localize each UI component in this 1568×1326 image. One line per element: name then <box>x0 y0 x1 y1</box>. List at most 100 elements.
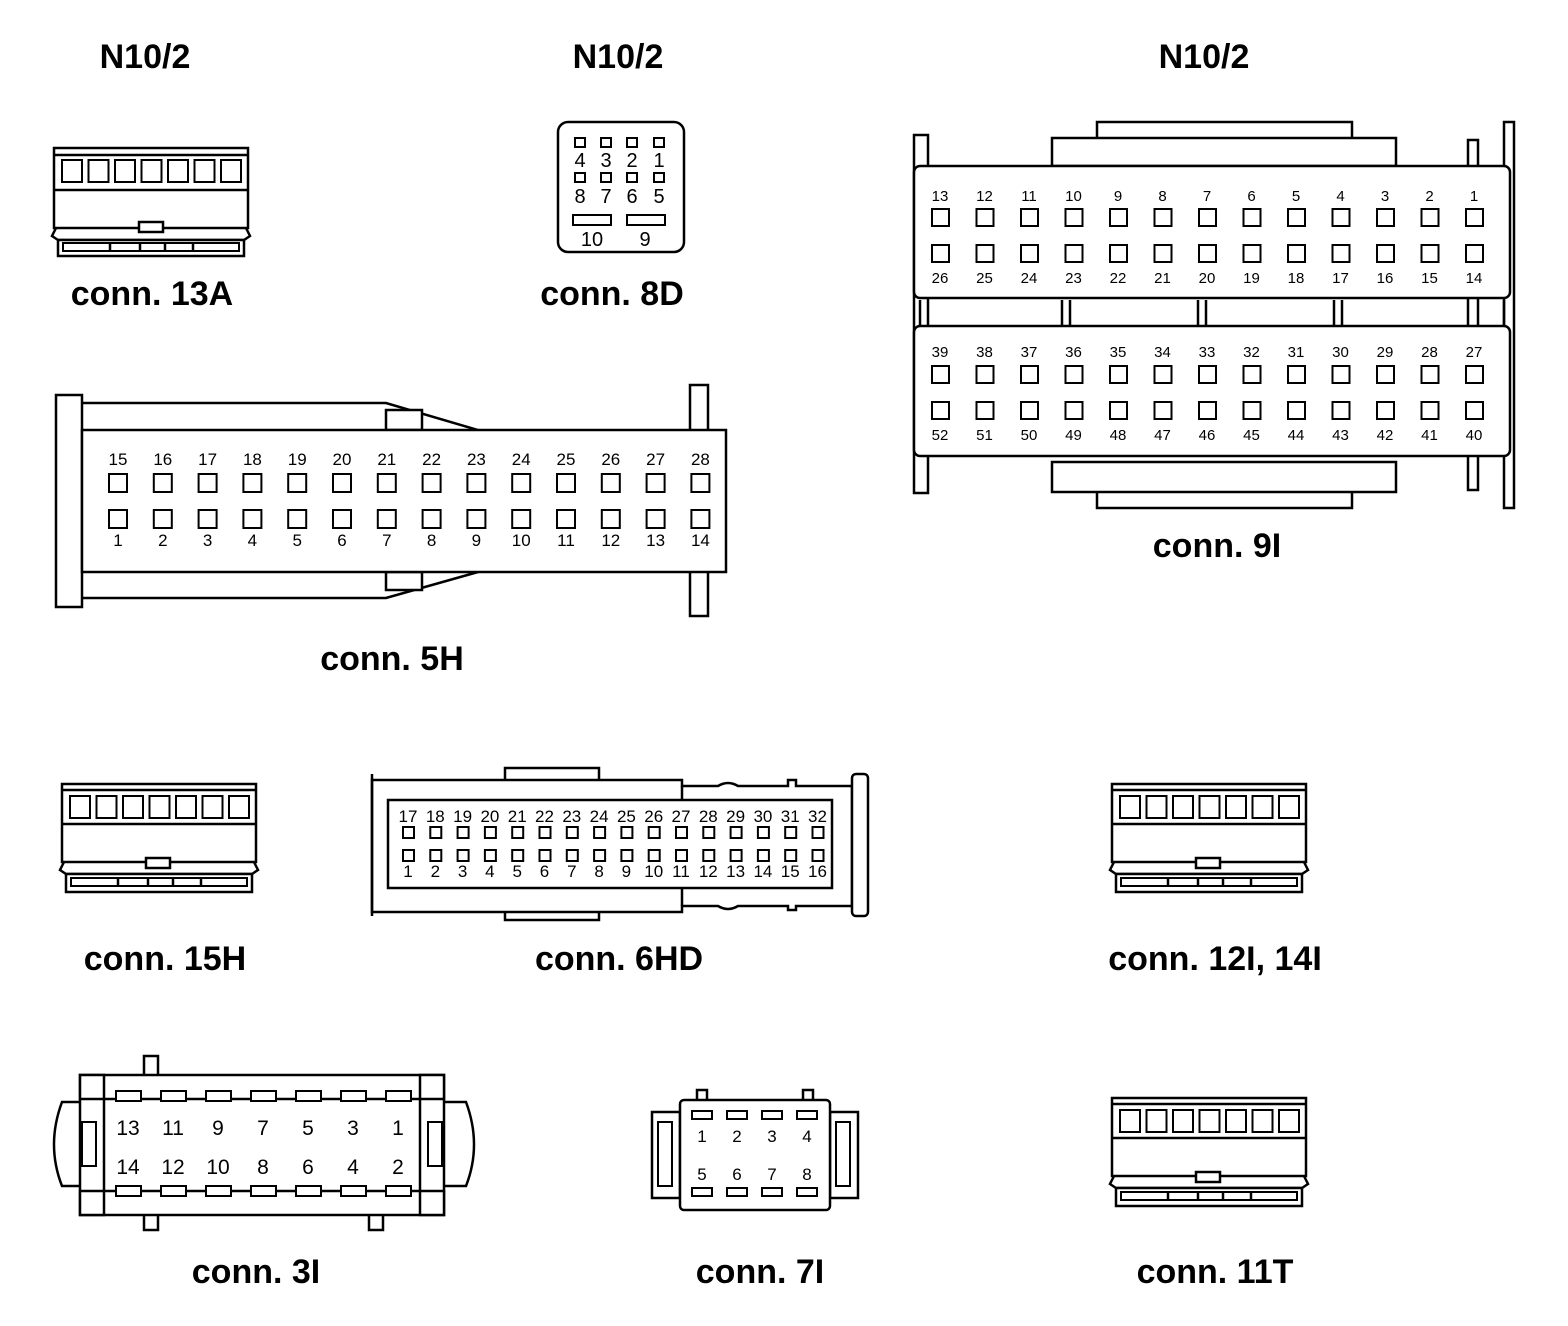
pin-label: 3 <box>767 1127 776 1146</box>
pin-label: 26 <box>932 270 949 287</box>
pin-label: 48 <box>1110 427 1127 444</box>
pin-label: 40 <box>1466 427 1483 444</box>
pin-label: 7 <box>567 862 576 881</box>
pin-cavity <box>193 159 216 183</box>
pin-cavity <box>1198 244 1217 263</box>
pin-cavity <box>729 849 743 862</box>
connector-11t <box>1108 1096 1310 1208</box>
pin-cavity <box>483 849 497 862</box>
pin-label: 10 <box>512 531 531 550</box>
pin-label: 19 <box>453 807 472 826</box>
header-left: N10/2 <box>100 38 191 76</box>
pin-label: 10 <box>206 1156 229 1179</box>
pin-cavity <box>295 1185 322 1197</box>
pin-cavity <box>197 509 218 529</box>
pin-cavity <box>1420 244 1440 263</box>
pin-cavity <box>756 849 770 862</box>
pin-label: 47 <box>1154 427 1171 444</box>
pin-label: 13 <box>932 188 949 205</box>
pin-cavity <box>593 849 607 862</box>
pin-label: 10 <box>644 862 663 881</box>
pin-cavity <box>160 1090 187 1102</box>
pin-cavity <box>1251 795 1274 819</box>
pin-cavity <box>1172 795 1194 819</box>
pin-cavity <box>729 826 743 839</box>
pin-label: 36 <box>1065 344 1082 361</box>
pin-cavity <box>175 795 197 819</box>
pin-label: 15 <box>781 862 800 881</box>
pin-cavity <box>69 795 91 819</box>
pin-label: 4 <box>574 150 585 172</box>
pin-label: 21 <box>377 450 396 469</box>
pin-cavity <box>565 849 579 862</box>
pin-cavity <box>1242 244 1262 263</box>
pin-cavity <box>690 473 711 493</box>
pin-cavity <box>1119 1109 1141 1133</box>
pin-label: 15 <box>109 450 128 469</box>
pin-cavity <box>975 401 995 420</box>
pin-cavity <box>148 795 171 819</box>
pin-label: 6 <box>732 1165 741 1184</box>
pin-cavity <box>466 473 487 493</box>
pin-cavity <box>242 509 263 529</box>
pin-cavity <box>784 826 798 839</box>
pin-cavity <box>647 849 661 862</box>
caption-13a: conn. 13A <box>71 275 233 313</box>
pin-label: 17 <box>399 807 418 826</box>
pin-cavity <box>691 1110 713 1120</box>
pin-label: 21 <box>508 807 527 826</box>
pin-cavity <box>402 849 415 862</box>
pin-label: 11 <box>1021 188 1037 205</box>
pin-label: 18 <box>1288 270 1305 287</box>
pin-label: 1 <box>1470 188 1478 205</box>
pin-label: 3 <box>203 531 212 550</box>
pin-cavity <box>1465 365 1484 384</box>
pin-label: 26 <box>601 450 620 469</box>
pin-label: 51 <box>976 427 993 444</box>
pin-cavity <box>1331 401 1351 420</box>
pin-cavity <box>975 208 995 227</box>
pin-cavity <box>1251 1109 1274 1133</box>
pin-label: 8 <box>574 186 585 208</box>
pin-label: 38 <box>976 344 993 361</box>
pin-label: 6 <box>626 186 637 208</box>
pin-label: 25 <box>976 270 993 287</box>
pin-cavity <box>1064 244 1084 263</box>
pin-label: 12 <box>601 531 620 550</box>
pin-cavity <box>287 509 308 529</box>
pin-label: 1 <box>392 1117 404 1140</box>
pin-cavity <box>756 826 770 839</box>
pin-cavity <box>160 1185 187 1197</box>
pin-cavity <box>626 137 638 148</box>
pin-cavity <box>1465 401 1484 420</box>
pin-label: 42 <box>1377 427 1394 444</box>
pin-label: 20 <box>480 807 499 826</box>
pin-cavity <box>1153 365 1173 384</box>
pin-cavity <box>114 159 136 183</box>
pin-cavity <box>1145 795 1168 819</box>
pin-cavity <box>108 509 128 529</box>
pin-cavity <box>1376 401 1395 420</box>
pin-label: 1 <box>653 150 664 172</box>
pin-label: 16 <box>808 862 827 881</box>
caption-3i: conn. 3I <box>192 1253 320 1291</box>
pin-cavity <box>385 1090 412 1102</box>
pin-label: 5 <box>697 1165 706 1184</box>
pin-label: 32 <box>1243 344 1260 361</box>
pin-cavity <box>975 365 995 384</box>
pin-cavity <box>205 1185 232 1197</box>
pin-cavity <box>931 244 950 263</box>
pin-cavity <box>1198 365 1217 384</box>
pin-label: 21 <box>1154 270 1171 287</box>
pin-label: 6 <box>540 862 549 881</box>
pin-cavity <box>197 473 218 493</box>
pin-cavity <box>429 849 443 862</box>
connector-9i: 1326395212253851112437501023364992235488… <box>912 120 1516 510</box>
pin-cavity <box>220 159 242 183</box>
caption-11t: conn. 11T <box>1137 1253 1294 1291</box>
pin-label: 49 <box>1065 427 1082 444</box>
caption-6hd: conn. 6HD <box>535 940 703 978</box>
pin-cavity <box>1153 208 1173 227</box>
pin-cavity <box>115 1185 142 1197</box>
